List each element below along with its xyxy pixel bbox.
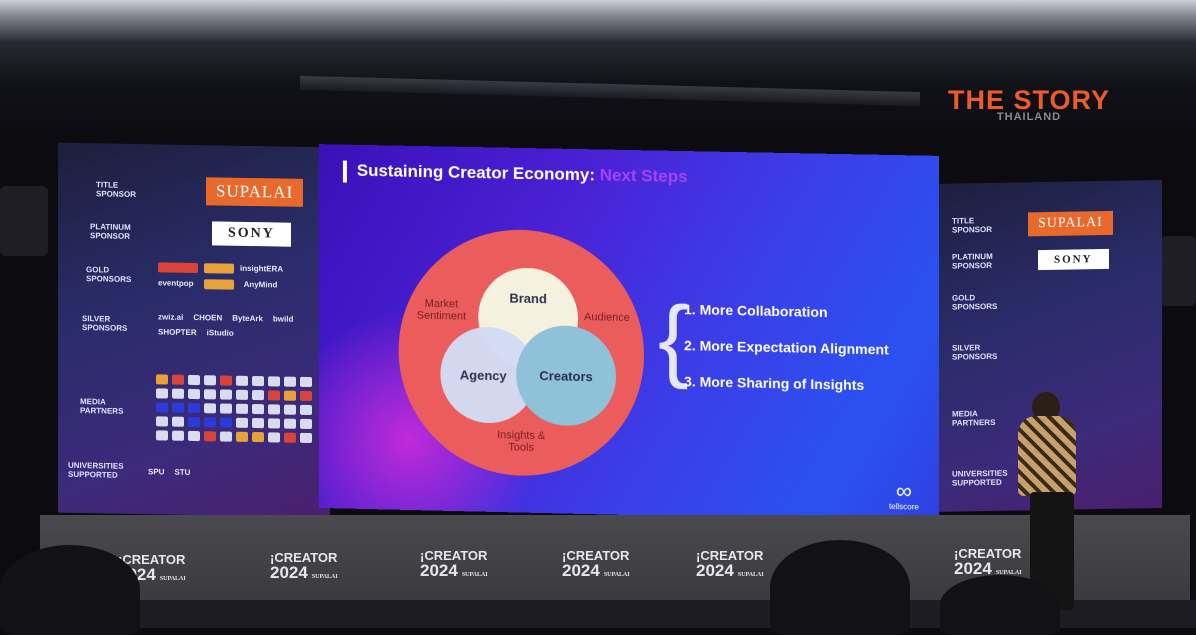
- gold-logo-insightera: insightERA: [240, 263, 284, 274]
- tellscore-icon: ∞: [895, 478, 912, 504]
- supalai-logo: SUPALAI: [206, 177, 304, 207]
- gold-logo-anymind: AnyMind: [243, 279, 278, 290]
- step-item: 1. More Collaboration: [684, 301, 828, 321]
- gold-logo: [203, 279, 234, 290]
- slide-title-highlight: Next Steps: [599, 165, 688, 187]
- sony-logo: SONY: [1038, 248, 1109, 271]
- venn-label-insights-tools: Insights & Tools: [497, 429, 546, 454]
- silver-sponsors-label: Silver Sponsors: [82, 314, 128, 333]
- next-steps-list: 1. More Collaboration 2. More Expectatio…: [684, 301, 889, 414]
- university-logo: STU: [174, 467, 191, 477]
- left-sponsor-screen: Title Sponsor SUPALAI Platinum Sponsor S…: [58, 142, 330, 518]
- gold-sponsors-label: Gold Sponsors: [86, 265, 132, 284]
- gold-logo-eventpop: eventpop: [158, 278, 194, 288]
- gold-logo: [204, 263, 234, 274]
- silver-logo: zwiz.ai: [158, 312, 184, 322]
- venn-label-audience: Audience: [584, 311, 630, 325]
- stage-light-icon: [0, 186, 48, 256]
- ceiling: [0, 0, 1196, 140]
- title-accent-bar: [342, 160, 347, 183]
- platinum-sponsor-label: Platinum Sponsor: [952, 251, 993, 271]
- step-item: 3. More Sharing of Insights: [684, 373, 865, 394]
- watermark-subtitle: THAILAND: [996, 111, 1062, 123]
- silver-logo: bwild: [272, 314, 294, 324]
- watermark-title: THE STORY: [948, 85, 1111, 115]
- silver-logo: ByteArk: [232, 313, 263, 324]
- sony-logo: SONY: [212, 221, 291, 247]
- slide-title-main: Sustaining Creator Economy:: [356, 160, 600, 185]
- silver-logo: iStudio: [206, 328, 234, 338]
- silver-logo: CHOEN: [193, 312, 223, 323]
- gold-sponsors-label: Gold Sponsors: [952, 293, 998, 312]
- venn-diagram: Market Sentiment Audience Insights & Too…: [398, 227, 645, 479]
- media-partners-label: Media Partners: [80, 397, 124, 416]
- supalai-logo: SUPALAI: [1028, 210, 1113, 237]
- watermark-logo: THE STORY THAILAND: [948, 86, 1110, 123]
- platinum-sponsor-label: Platinum Sponsor: [90, 222, 131, 241]
- venn-label-market-sentiment: Market Sentiment: [416, 297, 467, 323]
- slide-title: Sustaining Creator Economy: Next Steps: [357, 161, 688, 187]
- university-logo: SPU: [148, 466, 165, 476]
- tellscore-logo: ∞ tellscore: [888, 478, 919, 512]
- universities-label: Universities Supported: [952, 468, 1008, 488]
- silver-sponsors-label: Silver Sponsors: [952, 343, 998, 362]
- universities-label: Universities Supported: [68, 460, 124, 480]
- title-sponsor-label: Title Sponsor: [96, 180, 137, 199]
- tellscore-wordmark: tellscore: [888, 501, 919, 512]
- step-item: 2. More Expectation Alignment: [684, 337, 889, 358]
- gold-logo: [158, 262, 198, 274]
- venn-circle-creators: Creators: [516, 324, 617, 427]
- audience-head: [0, 545, 140, 635]
- audience-head: [770, 540, 910, 635]
- main-presentation-screen: Sustaining Creator Economy: Next Steps M…: [319, 144, 940, 523]
- audience-head: [940, 575, 1060, 635]
- stage-light-icon: [1160, 236, 1196, 306]
- media-partners-label: Media Partners: [952, 409, 996, 428]
- title-sponsor-label: Title Sponsor: [952, 216, 993, 235]
- silver-logo: SHOPTER: [158, 327, 197, 338]
